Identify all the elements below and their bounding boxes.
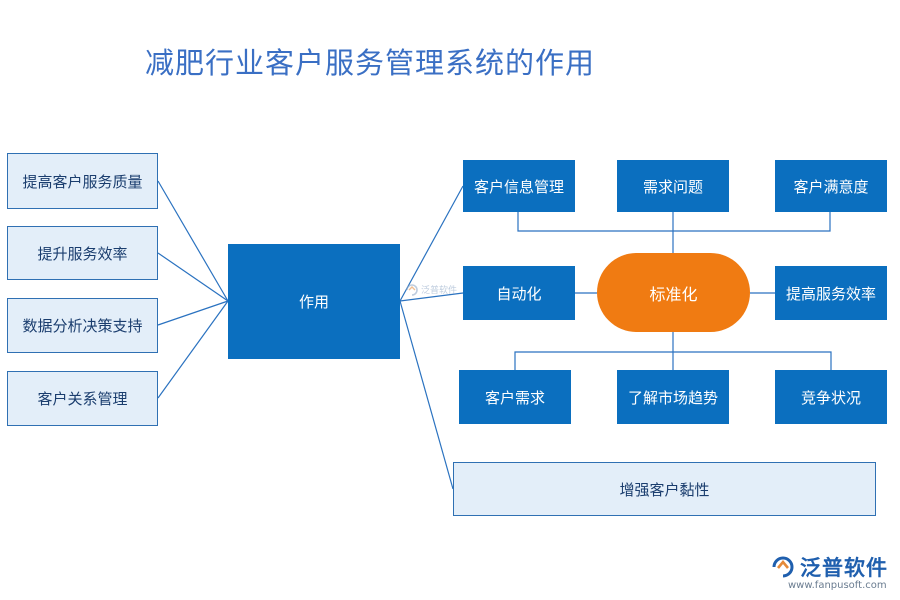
- wide-item-customer-stickiness: 增强客户黏性: [453, 462, 876, 516]
- connector-bottom-bracket: [514, 351, 832, 370]
- center-node: 作用: [228, 244, 400, 359]
- connector-right-bottom: [399, 300, 454, 490]
- top-item-demand-issue: 需求问题: [617, 160, 729, 212]
- left-item-service-quality: 提高客户服务质量: [7, 153, 158, 209]
- brand-name: 泛普软件: [800, 556, 888, 580]
- brand-url: www.fanpusoft.com: [788, 580, 887, 591]
- connector-left-2: [157, 252, 229, 302]
- connector-left-3: [157, 300, 229, 326]
- watermark-text: 泛普软件: [421, 286, 458, 296]
- hub-standardization: 标准化: [597, 253, 750, 332]
- bottom-item-competition: 竞争状况: [775, 370, 887, 424]
- fanpu-logo-icon: [406, 283, 418, 296]
- brand-logo: 泛普软件: [770, 552, 888, 582]
- middle-item-automation: 自动化: [463, 266, 575, 320]
- connector-left-4: [157, 300, 229, 399]
- connector-right-top: [399, 185, 464, 302]
- bottom-item-market-trend: 了解市场趋势: [617, 370, 729, 424]
- left-item-data-analysis: 数据分析决策支持: [7, 298, 158, 353]
- connector-left-1: [157, 180, 229, 302]
- top-item-customer-info: 客户信息管理: [463, 160, 575, 212]
- middle-item-service-efficiency: 提高服务效率: [775, 266, 887, 320]
- page-title: 减肥行业客户服务管理系统的作用: [145, 46, 596, 80]
- connector-top-bracket: [517, 212, 831, 232]
- top-item-satisfaction: 客户满意度: [775, 160, 887, 212]
- bottom-item-customer-needs: 客户需求: [459, 370, 571, 424]
- left-item-efficiency: 提升服务效率: [7, 226, 158, 280]
- left-item-relationship: 客户关系管理: [7, 371, 158, 426]
- center-watermark: 泛普软件: [406, 283, 457, 296]
- connector-right-middle: [399, 292, 464, 302]
- fanpu-brand-icon: [772, 556, 794, 578]
